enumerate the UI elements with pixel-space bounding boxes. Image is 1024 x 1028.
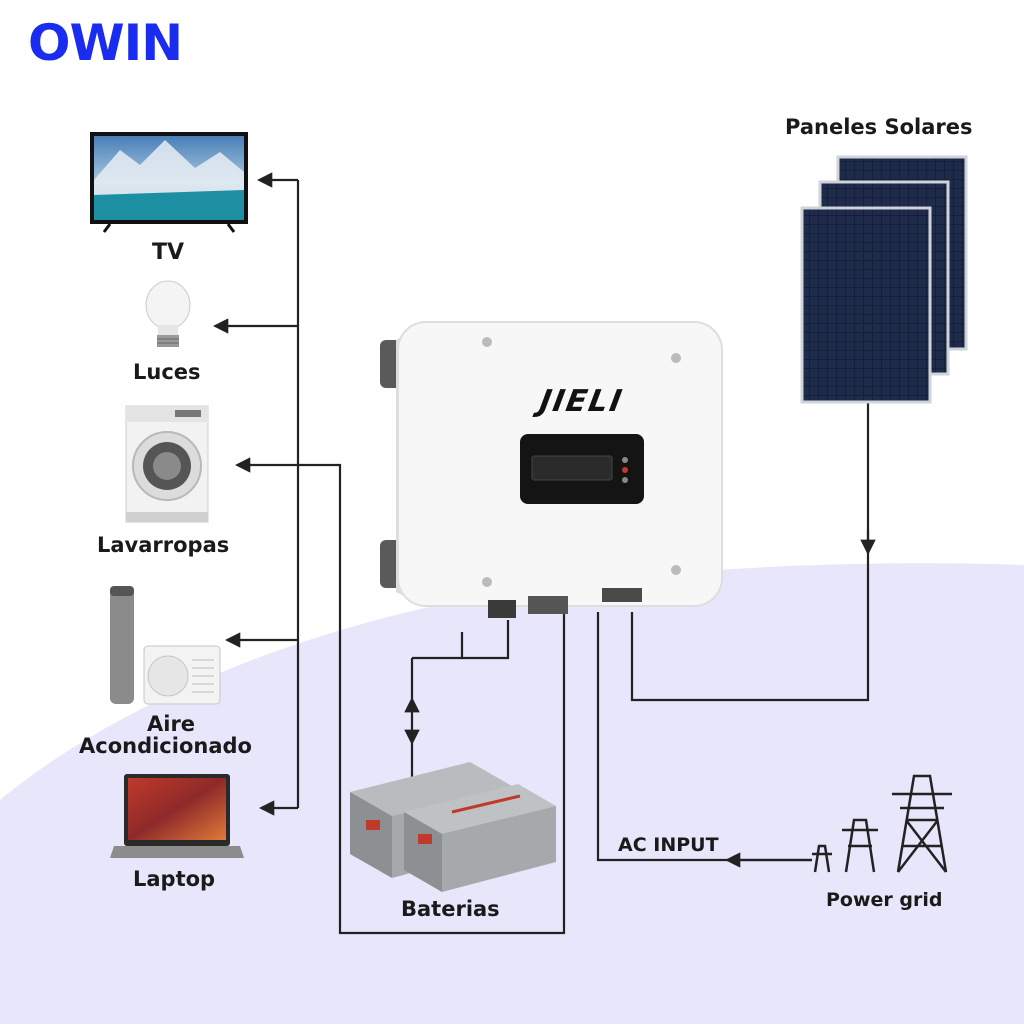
load-label-aire-line2: Acondicionado [79,734,252,758]
load-label-laptop: Laptop [133,867,216,891]
inverter-brand-label: JIELI [536,384,627,419]
washing-machine-icon [125,405,209,523]
wire-output-loop [234,457,566,935]
load-label-lavarropas: Lavarropas [97,533,230,557]
solar-panel-icon [800,155,968,404]
wire-solar-return [630,552,870,702]
wire-battery-b [462,620,510,660]
grid-label: Power grid [826,889,943,911]
load-label-luces: Luces [133,360,201,384]
ac-input-label: AC INPUT [618,834,719,856]
laptop-icon [110,774,244,858]
power-tower-icon [812,774,952,873]
solar-label: Paneles Solares [785,115,973,139]
load-label-aire: Aire [147,712,196,736]
battery-icon [350,762,556,892]
inverter-icon [380,321,723,618]
tv-icon [90,132,248,233]
air-conditioner-icon [110,586,221,705]
light-bulb-icon [145,280,191,347]
load-label-tv: TV [152,240,185,265]
brand-logo: OWIN [28,14,183,72]
battery-label: Baterias [401,897,500,921]
